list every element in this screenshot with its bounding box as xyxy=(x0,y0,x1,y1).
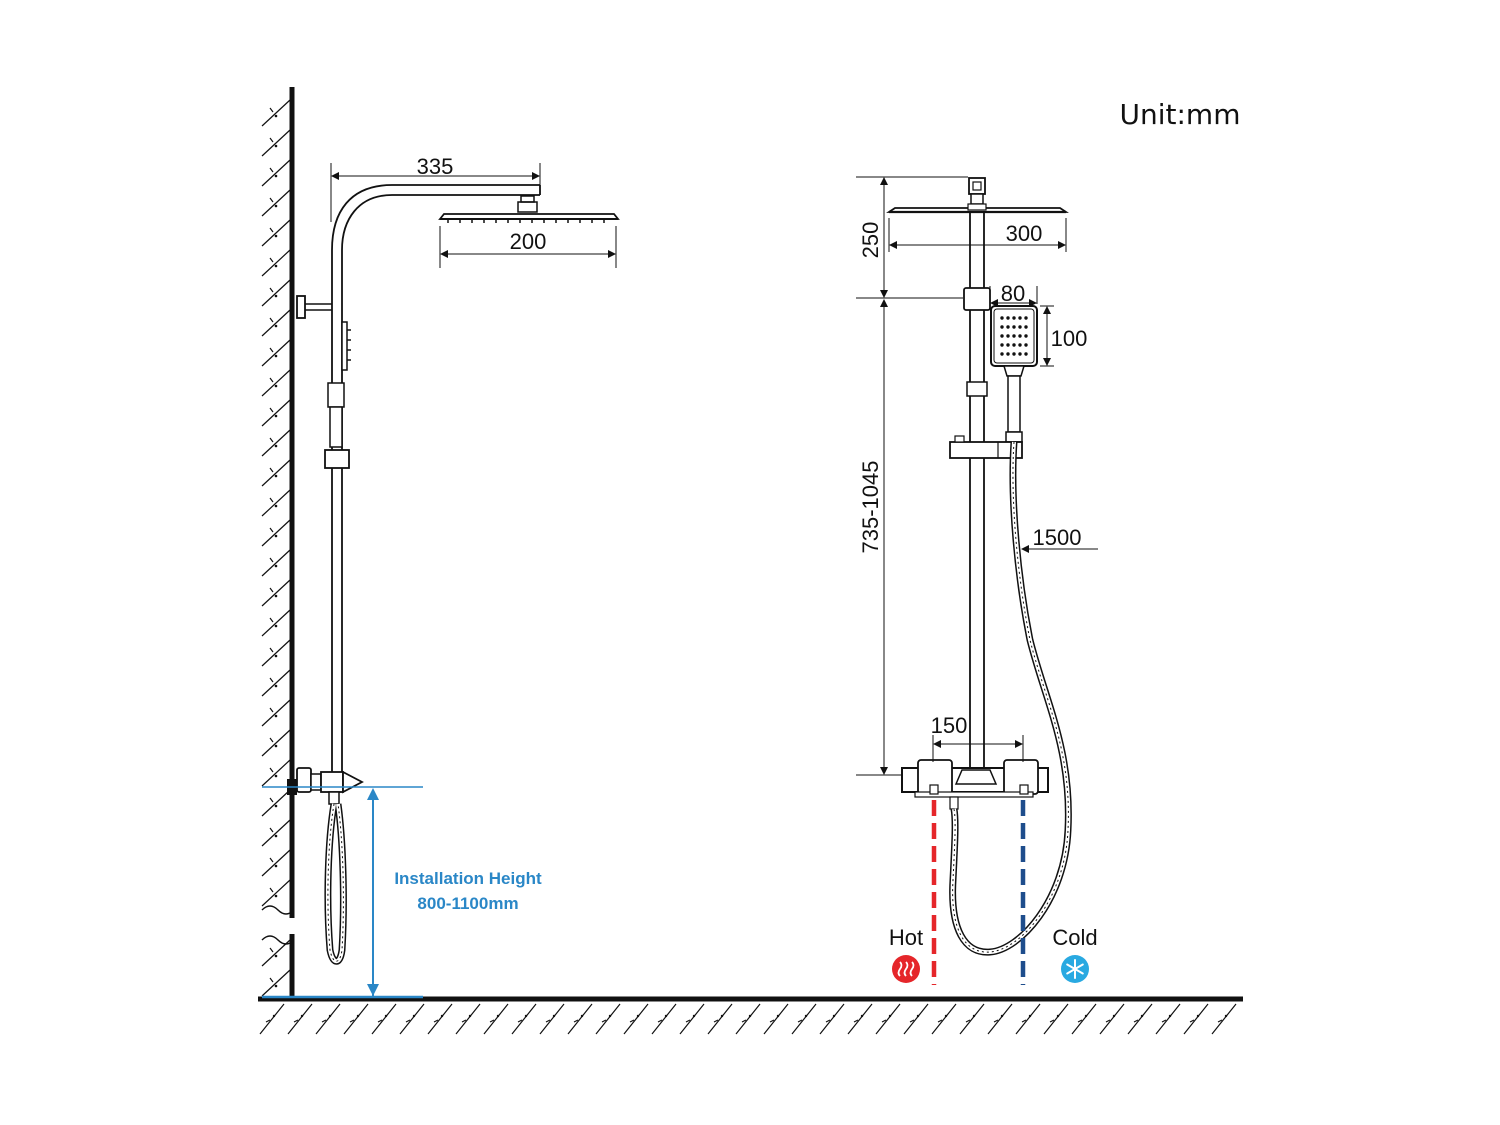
heat-waves-icon xyxy=(892,955,920,983)
wall-hatch xyxy=(261,99,291,997)
dim-hand-width: 80 xyxy=(1001,281,1025,306)
floor-hatch xyxy=(259,1003,1237,1035)
hand-shower-nozzles xyxy=(1000,316,1028,356)
wall-bracket-front xyxy=(963,287,991,311)
dim-hose-length: 1500 xyxy=(1033,525,1082,550)
dim-hand-height: 100 xyxy=(1051,326,1088,351)
installation-height-title: Installation Height xyxy=(394,869,542,888)
hot-label: Hot xyxy=(889,925,923,950)
side-view xyxy=(262,163,620,999)
rain-head-nozzles xyxy=(447,219,605,223)
mixer-knob-side xyxy=(296,767,312,793)
hose-side xyxy=(324,803,347,965)
dim-inlet-spacing: 150 xyxy=(931,713,968,738)
cold-label: Cold xyxy=(1052,925,1097,950)
dim-arm-length: 335 xyxy=(417,154,454,179)
front-view xyxy=(856,176,1098,985)
dim-top-height: 250 xyxy=(858,222,883,259)
dim-front-head-width: 300 xyxy=(1006,221,1043,246)
hand-shower-side xyxy=(341,321,348,371)
slide-holder-side xyxy=(324,449,350,469)
thermostatic-mixer xyxy=(901,759,1049,810)
dim-side-head-width: 200 xyxy=(510,229,547,254)
wall xyxy=(261,87,295,998)
dim-bar-range: 735-1045 xyxy=(858,461,883,554)
unit-label: Unit:mm xyxy=(1120,98,1241,131)
hose-front xyxy=(949,441,1072,956)
floor xyxy=(258,996,1243,1035)
snowflake-icon xyxy=(1061,955,1089,983)
installation-height-range: 800-1100mm xyxy=(417,894,518,913)
wall-bracket xyxy=(296,295,306,319)
slide-holder-front xyxy=(949,441,1023,459)
